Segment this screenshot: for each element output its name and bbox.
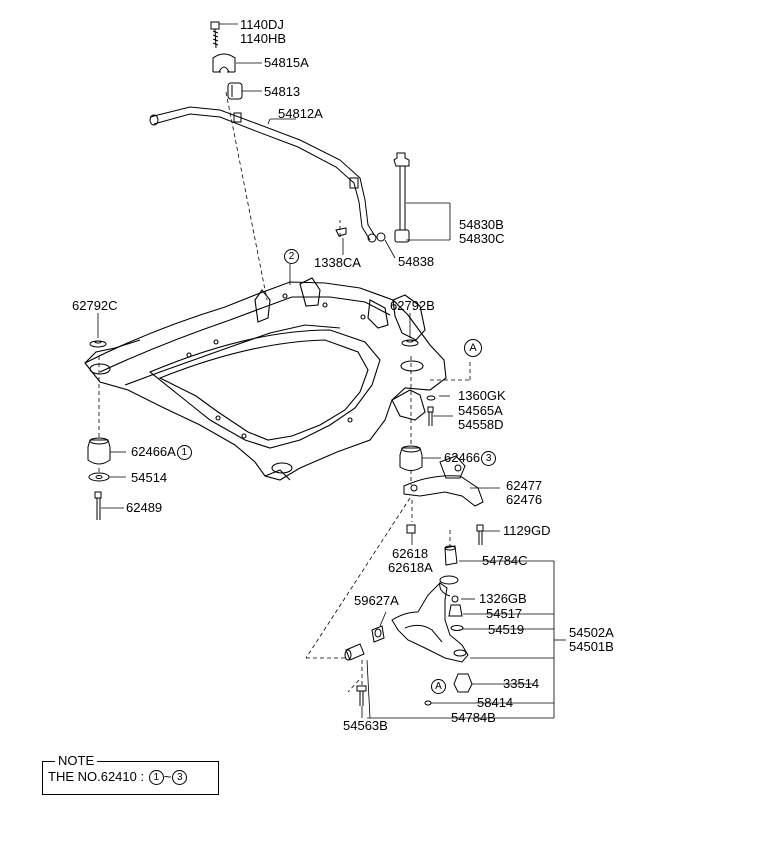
callout-marker-1: 1 (176, 445, 192, 460)
mount-bushing-right-drawing (399, 395, 436, 471)
stabilizer-bracket-drawing (212, 53, 236, 73)
part-label-54563b: 54563B (343, 718, 388, 733)
crossmember-drawing (84, 277, 447, 481)
callout-marker-3: 3 (481, 451, 497, 466)
stabilizer-bushing-drawing (227, 82, 243, 100)
note-box: NOTE THE NO.62410 : 1~3 (42, 754, 219, 795)
part-label-33514: 33514 (503, 676, 540, 691)
part-label-62618: 62618 (392, 546, 429, 561)
part-label-62792c: 62792C (72, 298, 118, 313)
part-label-62618a: 62618A (388, 560, 433, 575)
part-label-1326gb: 1326GB (479, 591, 527, 606)
part-label-54784b: 54784B (451, 710, 496, 725)
leader-lines (97, 23, 566, 719)
crossmember-washers-drawing (89, 339, 419, 348)
part-label-1140hb: 1140HB (240, 31, 287, 46)
part-label-54838: 54838 (398, 254, 435, 269)
part-label-54519: 54519 (488, 622, 525, 637)
note-range-start-marker: 1 (148, 770, 164, 785)
part-label-54813: 54813 (264, 84, 301, 99)
part-label-54517: 54517 (486, 606, 523, 621)
stabilizer-link-drawing (335, 152, 410, 243)
part-label-54812a: 54812A (278, 106, 323, 121)
arm-front-bushing-drawing (344, 625, 385, 706)
part-label-54558d: 54558D (458, 417, 504, 432)
part-label-62476: 62476 (506, 492, 543, 507)
part-label-1129gd: 1129GD (503, 523, 551, 538)
part-label-62792b: 62792B (390, 298, 435, 313)
part-label-62489: 62489 (126, 500, 163, 515)
reference-lines (98, 91, 471, 693)
part-label-54501b: 54501B (569, 639, 614, 654)
mount-bushing-left-drawing (87, 437, 111, 520)
part-label-1338ca: 1338CA (314, 255, 361, 270)
reference-marker-a-lower: A (431, 679, 446, 694)
part-label-54784c: 54784C (482, 553, 528, 568)
part-label-62466a-text: 62466A (131, 444, 176, 459)
note-title: NOTE (55, 754, 98, 768)
stabilizer-bar-drawing (149, 106, 377, 243)
part-label-58414: 58414 (477, 695, 514, 710)
note-range-separator: ~ (163, 769, 172, 784)
note-body: THE NO.62410 : (48, 769, 148, 784)
callout-marker-2: 2 (284, 249, 299, 264)
part-label-62466-text: 62466 (444, 450, 481, 465)
part-label-54815a: 54815A (264, 55, 309, 70)
part-label-54514: 54514 (131, 470, 168, 485)
part-label-1140dj: 1140DJ (240, 17, 284, 32)
note-range-end-marker: 3 (172, 770, 188, 785)
part-label-54830b: 54830B (459, 217, 504, 232)
lower-arm-drawing (391, 545, 473, 706)
reference-marker-a-upper: A (464, 339, 482, 357)
part-label-62477: 62477 (506, 478, 543, 493)
part-label-54502a: 54502A (569, 625, 614, 640)
lower-arm-bracket-drawing (403, 455, 484, 545)
note-text: THE NO.62410 : 1~3 (48, 769, 188, 785)
part-label-1360gk: 1360GK (458, 388, 506, 403)
part-label-54565a: 54565A (458, 403, 503, 418)
part-label-54830c: 54830C (459, 231, 505, 246)
stabilizer-bolt-drawing (210, 21, 220, 49)
part-label-59627a: 59627A (354, 593, 399, 608)
